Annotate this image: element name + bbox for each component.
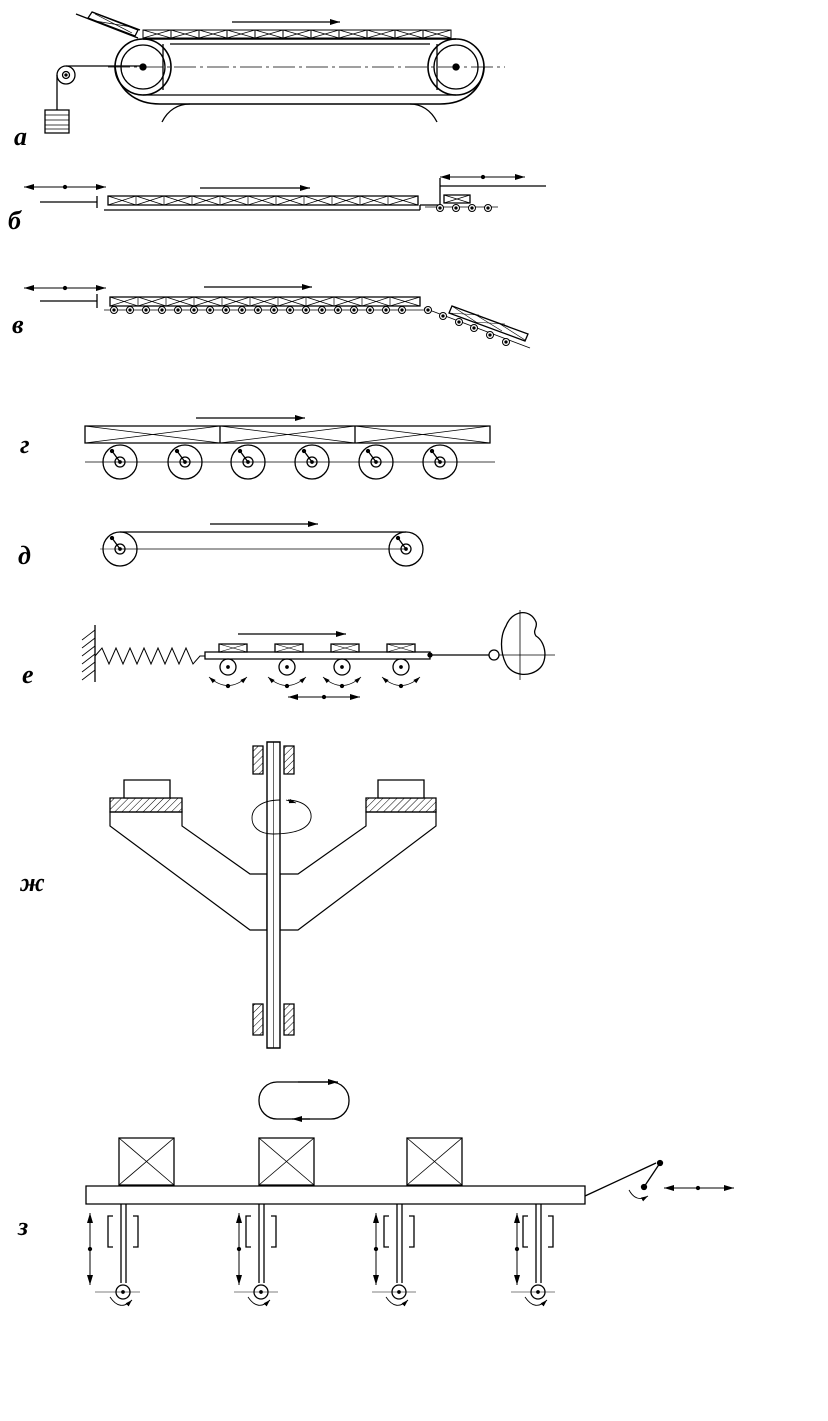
oscillating-roller-group — [209, 659, 420, 688]
scheme-zh-rotary-carrier — [110, 742, 436, 1048]
scheme-z-walking-beam — [86, 1079, 734, 1307]
lift-leg-group — [87, 1204, 556, 1307]
label-d: д — [18, 541, 31, 570]
label-a: а — [14, 122, 27, 151]
scheme-e-cam-shuttle — [82, 610, 555, 700]
label-zh: ж — [20, 868, 45, 897]
scheme-a-belt-conveyor — [45, 12, 505, 133]
scheme-b-push-conveyor — [24, 174, 546, 213]
label-e: е — [22, 660, 34, 689]
label-b: б — [8, 206, 21, 235]
label-g: г — [20, 430, 30, 459]
scheme-d-belt-two-drums — [100, 521, 423, 566]
label-z: з — [18, 1212, 29, 1241]
scheme-v-roller-conveyor — [24, 284, 530, 349]
scheme-g-driven-roller-conveyor — [85, 415, 495, 479]
label-v: в — [12, 310, 24, 339]
drive-roller-group — [103, 445, 457, 479]
